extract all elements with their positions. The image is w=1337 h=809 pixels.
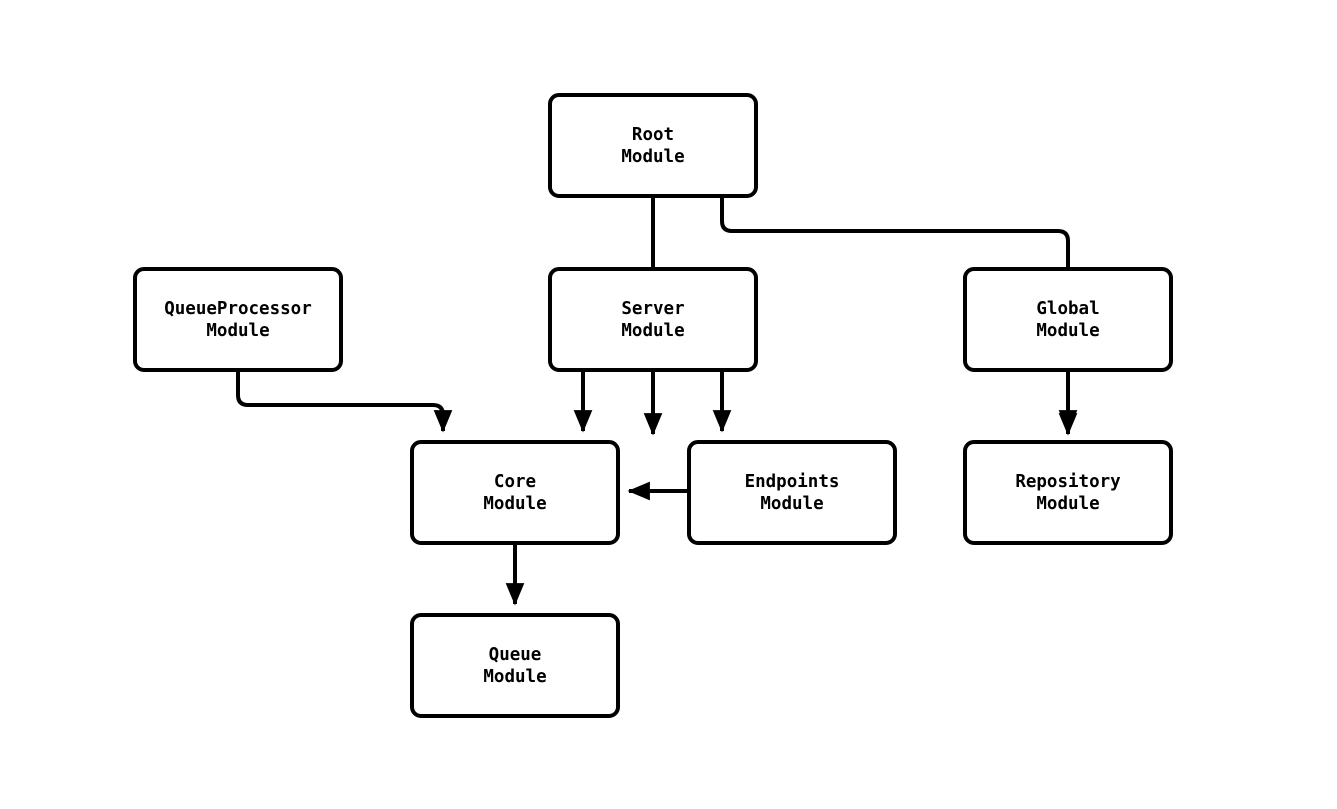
node-queueprocessor-module-line2: Module xyxy=(206,320,270,341)
edge-root-to-global xyxy=(720,198,1078,436)
node-server-module-line2: Module xyxy=(621,320,685,341)
node-queue-module-line1: Queue xyxy=(488,644,542,665)
node-root-module-line1: Root xyxy=(631,124,675,145)
node-queue-module-line2: Module xyxy=(483,666,547,687)
node-core-module-line1: Core xyxy=(493,471,537,492)
node-repository-module[interactable]: Repository Module xyxy=(963,440,1173,545)
node-global-module[interactable]: Global Module xyxy=(963,267,1173,372)
node-queueprocessor-module[interactable]: QueueProcessor Module xyxy=(133,267,343,372)
node-endpoints-module-line1: Endpoints xyxy=(744,471,840,492)
node-global-module-line1: Global xyxy=(1036,298,1100,319)
node-endpoints-module[interactable]: Endpoints Module xyxy=(687,440,897,545)
node-server-module[interactable]: Server Module xyxy=(548,267,758,372)
node-repository-module-line2: Module xyxy=(1036,493,1100,514)
node-root-module-line2: Module xyxy=(621,146,685,167)
node-core-module[interactable]: Core Module xyxy=(410,440,620,545)
node-server-module-line1: Server xyxy=(621,298,685,319)
node-queueprocessor-module-line1: QueueProcessor xyxy=(164,298,312,319)
node-repository-module-line1: Repository xyxy=(1015,471,1121,492)
node-queue-module[interactable]: Queue Module xyxy=(410,613,620,718)
edge-queueprocessor-to-core xyxy=(236,372,453,433)
node-root-module[interactable]: Root Module xyxy=(548,93,758,198)
node-global-module-line2: Module xyxy=(1036,320,1100,341)
node-core-module-line2: Module xyxy=(483,493,547,514)
node-endpoints-module-line2: Module xyxy=(760,493,824,514)
